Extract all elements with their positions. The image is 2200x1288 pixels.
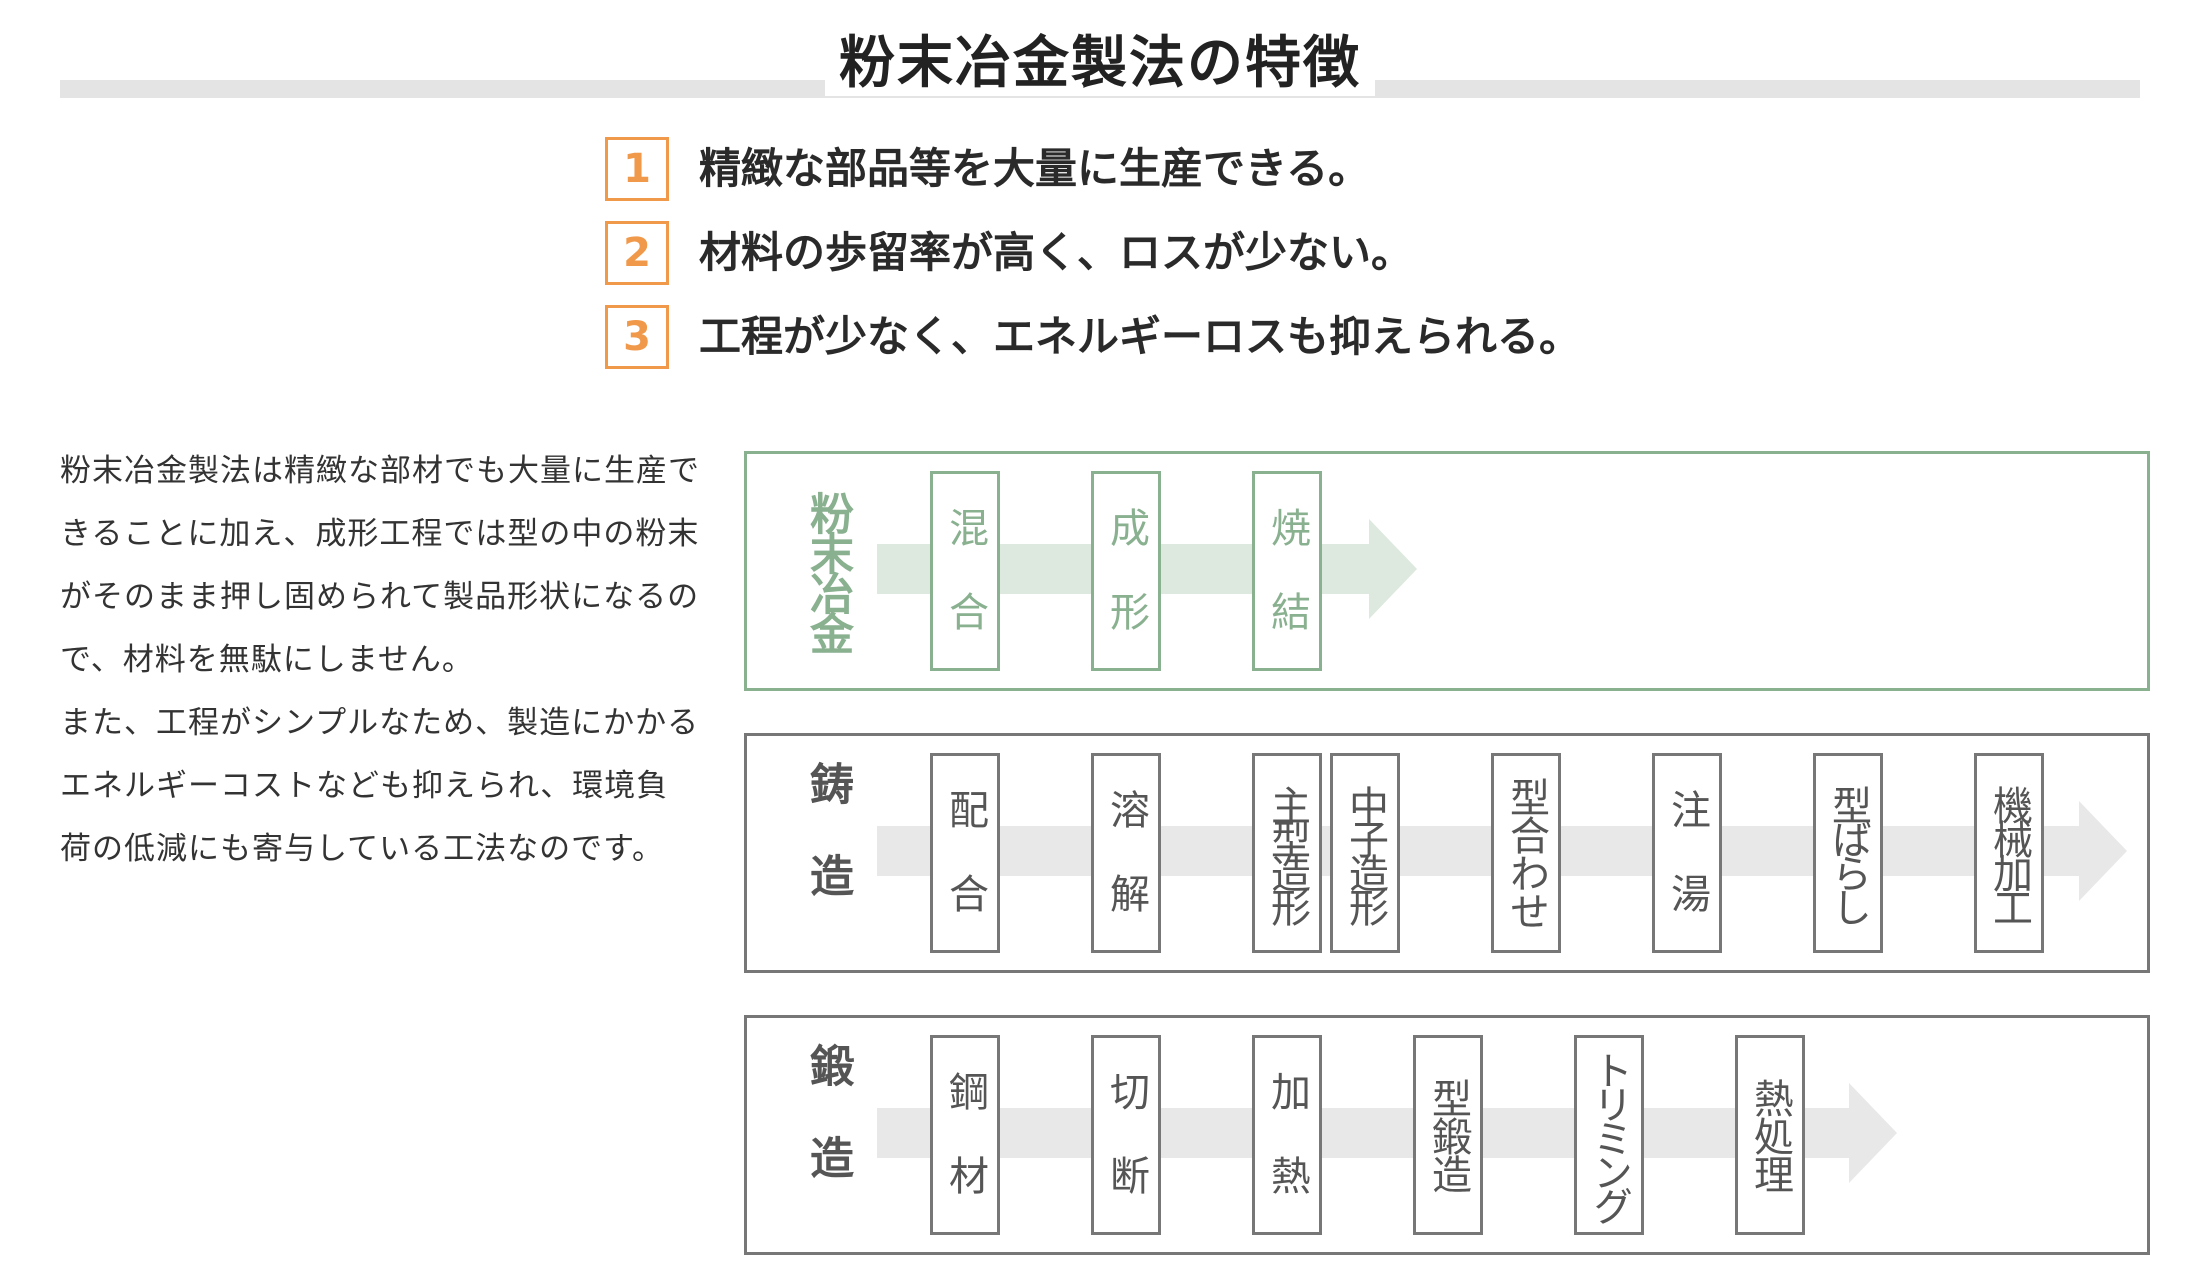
process-step: トリミング [1574, 1035, 1644, 1235]
feature-text: 精緻な部品等を大量に生産できる。 [699, 144, 1371, 193]
page-title: 粉末冶金製法の特徴 [0, 22, 2200, 106]
process-label: 鍛造 [802, 1043, 853, 1227]
process-step: 注湯 [1652, 753, 1722, 957]
process-step: 配合 [930, 753, 1000, 957]
process-powder-metallurgy: 粉末冶金 混合 成形 焼結 [744, 451, 2150, 691]
process-step: 鋼材 [930, 1035, 1000, 1239]
process-step: 成形 [1091, 471, 1161, 675]
arrow-head [1849, 1083, 1897, 1183]
process-forging: 鍛造 鋼材 切断 加熱 型鍛造 トリミング 熱処理 [744, 1015, 2150, 1255]
process-step: 型合わせ [1491, 753, 1561, 953]
process-step: 中子造形 [1330, 753, 1400, 953]
feature-number-badge: 3 [605, 305, 669, 369]
process-casting: 鋳造 配合 溶解 主型造形 中子造形 型合わせ 注湯 型ばらし 機械加工 [744, 733, 2150, 973]
process-step: 混合 [930, 471, 1000, 675]
feature-text: 材料の歩留率が高く、ロスが少ない。 [699, 228, 1414, 277]
process-step: 加熱 [1252, 1035, 1322, 1239]
process-flow-arrow [877, 1083, 1897, 1183]
arrow-shaft [877, 826, 2079, 876]
process-label: 粉末冶金 [802, 491, 853, 651]
arrow-head [2079, 801, 2127, 901]
process-step: 型鍛造 [1413, 1035, 1483, 1235]
feature-number-badge: 2 [605, 221, 669, 285]
feature-text: 工程が少なく、エネルギーロスも抑えられる。 [699, 312, 1582, 361]
process-step: 溶解 [1091, 753, 1161, 957]
feature-number-badge: 1 [605, 137, 669, 201]
process-step: 主型造形 [1252, 753, 1322, 953]
arrow-head [1369, 519, 1417, 619]
arrow-shaft [877, 1108, 1849, 1158]
process-label: 鋳造 [802, 761, 853, 945]
description-text: 粉末冶金製法は精緻な部材でも大量に生産できることに加え、成形工程では型の中の粉末… [60, 440, 700, 881]
process-step: 焼結 [1252, 471, 1322, 675]
page-title-text: 粉末冶金製法の特徴 [825, 31, 1375, 96]
process-step: 切断 [1091, 1035, 1161, 1239]
description-paragraph: また、工程がシンプルなため、製造にかかるエネルギーコストなども抑えられ、環境負荷… [60, 705, 700, 867]
process-step: 型ばらし [1813, 753, 1883, 953]
description-paragraph: 粉末冶金製法は精緻な部材でも大量に生産できることに加え、成形工程では型の中の粉末… [60, 453, 700, 678]
process-step: 機械加工 [1974, 753, 2044, 953]
process-step: 熱処理 [1735, 1035, 1805, 1235]
